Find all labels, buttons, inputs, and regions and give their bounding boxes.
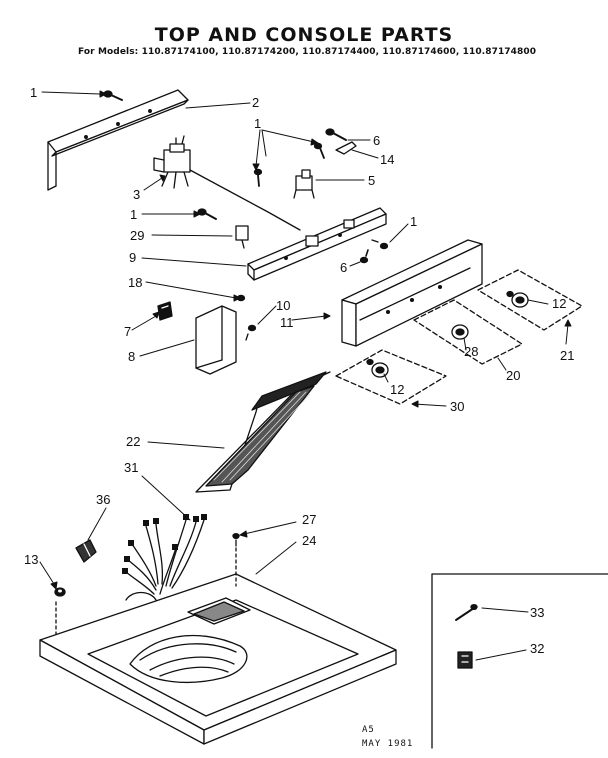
callout-3: 3: [133, 187, 140, 202]
model-numbers: For Models: 110.87174100, 110.87174200, …: [78, 47, 537, 57]
callout-36: 36: [96, 492, 110, 507]
callout-2: 2: [252, 95, 259, 110]
part-housing-8: [195, 305, 237, 375]
callout-31: 31: [124, 460, 138, 475]
callout-24: 24: [302, 533, 316, 548]
callout-13: 13: [24, 552, 38, 567]
part-top-rear-panel: [47, 89, 189, 191]
callout-33: 33: [530, 605, 544, 620]
callout-8: 8: [128, 349, 135, 364]
group-30-outline: [335, 349, 447, 405]
part-screw-6b: [359, 249, 369, 264]
callout-22: 22: [126, 434, 140, 449]
callout-1a: 1: [30, 85, 37, 100]
parts-box-32-33: [431, 573, 608, 749]
wire-lead: [189, 169, 301, 231]
callout-30: 30: [450, 399, 464, 414]
part-connector-36: [75, 539, 97, 563]
callout-32: 32: [530, 641, 544, 656]
part-console-panel-11: [341, 239, 483, 347]
callout-9: 9: [129, 250, 136, 265]
callout-6b: 6: [340, 260, 347, 275]
part-console-bracket-9: [247, 207, 387, 281]
callout-27: 27: [302, 512, 316, 527]
callout-1d: 1: [410, 214, 417, 229]
footer-code: A5: [362, 725, 375, 735]
part-screw-1d: [371, 239, 389, 250]
part-screw-1a: [103, 90, 123, 101]
part-screw-6a-clip-14: [325, 128, 357, 155]
part-bracket-5: [293, 169, 315, 199]
part-wire-harness-31: [122, 514, 207, 595]
part-timer-3: [153, 135, 191, 189]
part-clip-13: [54, 587, 66, 597]
diagram-title: TOP AND CONSOLE PARTS: [154, 24, 454, 46]
part-screw-27: [232, 532, 240, 547]
part-switch-29: [235, 225, 249, 249]
callout-10: 10: [276, 298, 290, 313]
leader-lines: [39, 90, 572, 661]
callout-labels: 1 2 1 6 14 3 5 1 1 29 9 6 18 10 12 7 11 …: [24, 85, 574, 656]
part-block-32: [457, 651, 473, 669]
callout-1b: 1: [254, 116, 261, 131]
footer-date: MAY 1981: [362, 739, 413, 749]
callout-28: 28: [464, 344, 478, 359]
callout-11: 11: [280, 315, 294, 330]
group-20-outline: [413, 299, 523, 365]
callout-12b: 12: [390, 382, 404, 397]
part-cabinet-top-24: [39, 547, 397, 745]
callout-12a: 12: [552, 296, 566, 311]
part-knob-7: [157, 301, 173, 321]
part-pin-33: [455, 603, 478, 621]
callout-21: 21: [560, 348, 574, 363]
group-21-outline: [477, 269, 583, 331]
part-screw-10: [245, 324, 257, 341]
callout-5: 5: [368, 173, 375, 188]
callout-29: 29: [130, 228, 144, 243]
callout-6a: 6: [373, 133, 380, 148]
callout-20: 20: [506, 368, 520, 383]
callout-1c: 1: [130, 207, 137, 222]
callout-18: 18: [128, 275, 142, 290]
footer: A5 MAY 1981: [362, 725, 413, 749]
part-grille-22: [195, 371, 331, 493]
part-screw-1c: [197, 208, 217, 220]
part-screws-1b: [253, 142, 325, 187]
callout-14: 14: [380, 152, 394, 167]
callout-7: 7: [124, 324, 131, 339]
